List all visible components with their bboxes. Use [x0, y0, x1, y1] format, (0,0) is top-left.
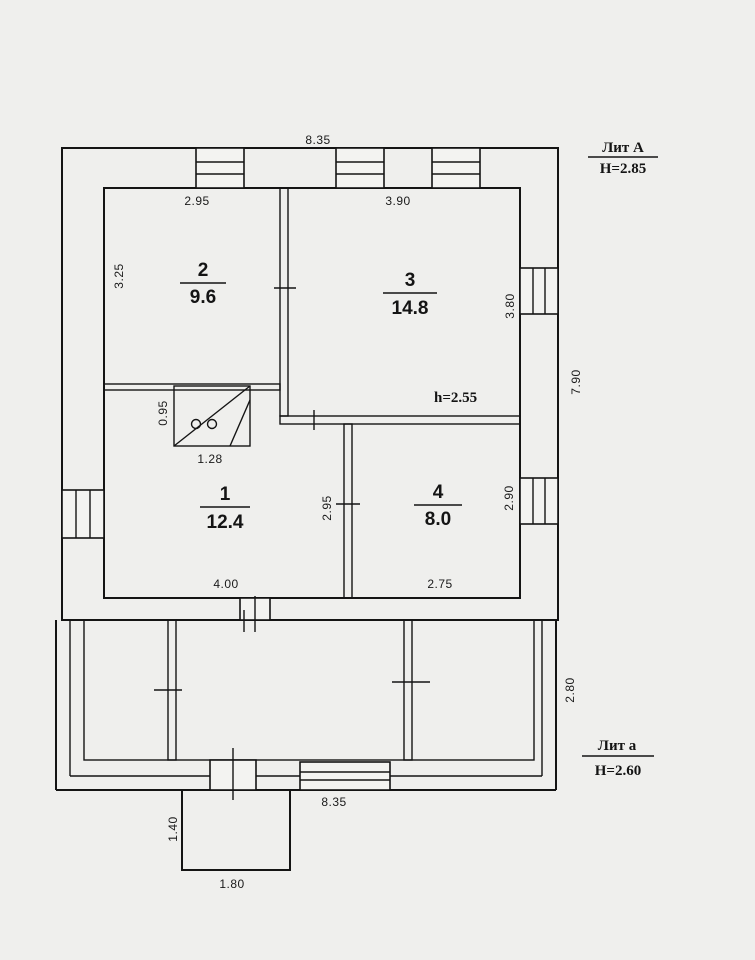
stove	[173, 385, 251, 447]
room-label-2: 2 9.6	[180, 260, 226, 308]
room-number: 3	[405, 270, 416, 291]
dimension-room4-width: 2.75	[427, 577, 452, 591]
dimension-stove-depth: 0.95	[156, 400, 170, 425]
window	[431, 147, 481, 189]
room-label-1: 1 12.4	[200, 484, 250, 533]
room-area: 12.4	[207, 512, 244, 533]
lit-a-title: Лит А	[602, 140, 644, 156]
room-area: 8.0	[425, 509, 451, 530]
lit-a-height: H=2.85	[600, 161, 646, 177]
dimension-porch-width: 1.80	[219, 877, 244, 891]
stove-burner	[190, 418, 202, 430]
dimension-room4-height: 2.90	[502, 485, 516, 510]
window	[519, 267, 559, 315]
stove-burner	[206, 418, 218, 430]
room-area: 9.6	[190, 287, 216, 308]
interior-walls	[103, 187, 521, 632]
dimension-labels: 8.35 2.95 3.90 3.25 3.80 7.90 0.95 1.28 …	[112, 133, 583, 891]
windows	[61, 147, 559, 800]
window	[195, 147, 245, 189]
entrance-door	[209, 748, 257, 800]
dimension-room2-width: 2.95	[184, 194, 209, 208]
dimension-overall-depth: 7.90	[569, 369, 583, 394]
dimension-room2-depth: 3.25	[112, 263, 126, 288]
window	[299, 761, 391, 791]
dimension-porch-depth: 1.40	[166, 816, 180, 841]
window	[519, 477, 559, 525]
lit-a-label: Лит А H=2.85	[588, 140, 658, 177]
lit-a-small-label: Лит а H=2.60	[582, 738, 654, 779]
dimension-stove-width: 1.28	[197, 452, 222, 466]
lit-a-small-title: Лит а	[598, 738, 637, 754]
window	[335, 147, 385, 189]
window	[61, 489, 105, 539]
room-number: 1	[220, 484, 231, 505]
dimension-room3-depth: 3.80	[503, 293, 517, 318]
room-number: 2	[198, 260, 209, 281]
room-label-3: 3 14.8	[383, 270, 437, 319]
dimension-top-overall: 8.35	[305, 133, 330, 147]
room-label-4: 4 8.0	[414, 482, 462, 530]
dimension-bottom-overall: 8.35	[321, 795, 346, 809]
ceiling-height-label: h=2.55	[434, 390, 477, 406]
dimension-room1-width: 4.00	[213, 577, 238, 591]
dimension-room3-width: 3.90	[385, 194, 410, 208]
dimension-veranda-depth: 2.80	[563, 677, 577, 702]
lit-a-small-height: H=2.60	[595, 763, 641, 779]
room-number: 4	[433, 482, 444, 503]
dimension-room1-height: 2.95	[320, 495, 334, 520]
room-area: 14.8	[392, 298, 429, 319]
porch	[181, 789, 291, 871]
